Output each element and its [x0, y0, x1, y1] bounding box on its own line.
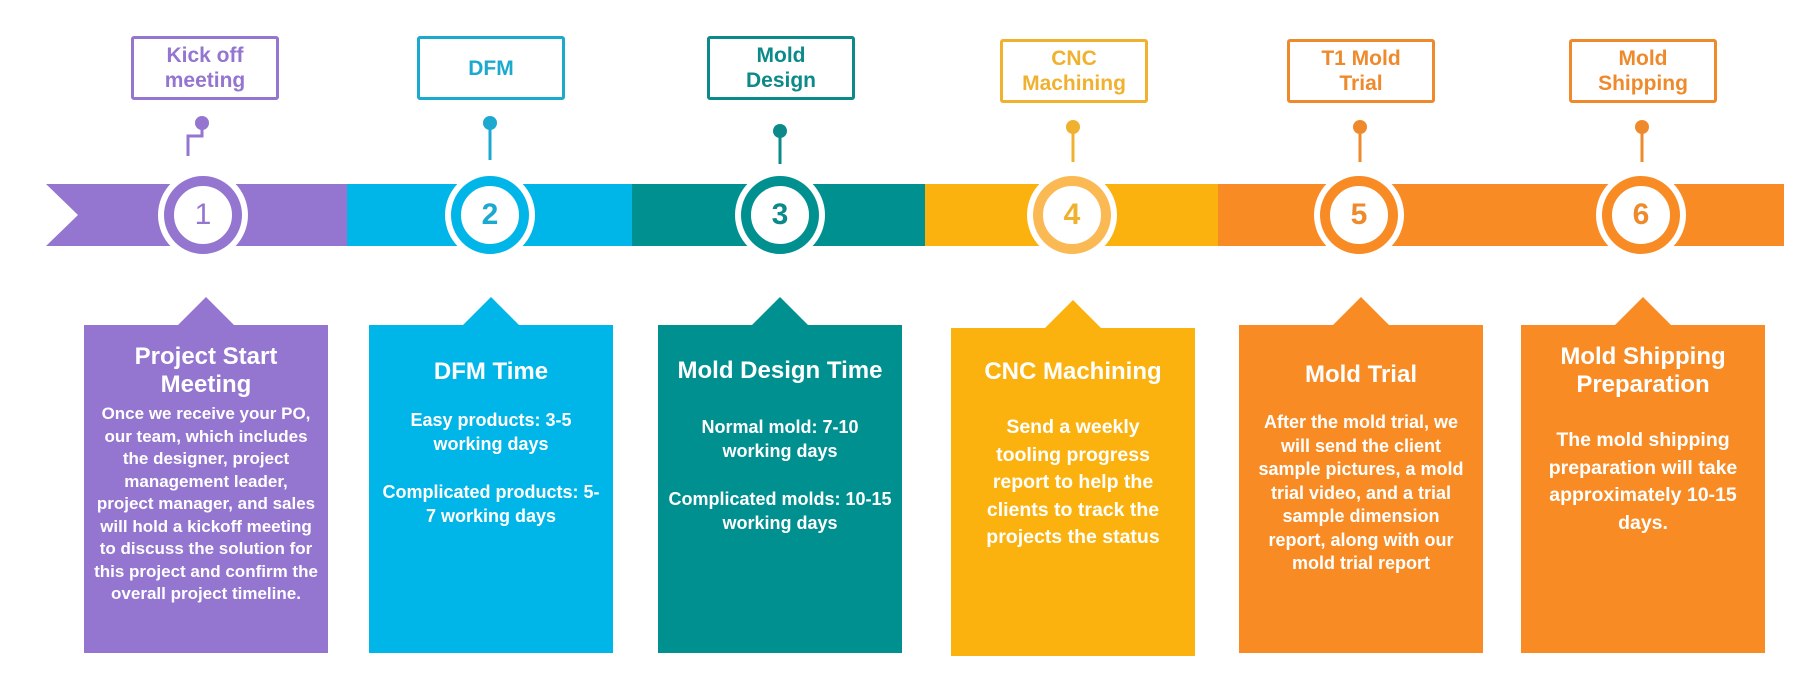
step-card-1: Project Start Meeting Once we receive yo… — [84, 297, 328, 653]
step-title-6: Mold Shipping Preparation — [1560, 343, 1726, 398]
step-body-1: Once we receive your PO, our team, which… — [94, 404, 318, 603]
stem-connector-2 — [483, 116, 497, 160]
step-label-2: DFM — [417, 36, 565, 100]
step-body-3: Normal mold: 7-10 working days Complicat… — [668, 417, 892, 533]
step-circle-5: 5 — [1314, 170, 1404, 260]
step-title-5: Mold Trial — [1304, 361, 1417, 388]
step-body-6: The mold shipping preparation will take … — [1548, 429, 1738, 534]
step-number-5: 5 — [1350, 198, 1368, 231]
step-title-1: Project Start Meeting — [134, 343, 278, 398]
step-number-6: 6 — [1632, 198, 1650, 231]
step-circle-1: 1 — [158, 170, 248, 260]
step-title-2: DFM Time — [433, 358, 549, 385]
step-number-2: 2 — [481, 198, 499, 231]
step-title-3: Mold Design Time — [677, 357, 883, 384]
step-circle-2: 2 — [445, 170, 535, 260]
step-label-4: CNC Machining — [1000, 39, 1148, 103]
step-label-5: T1 Mold Trial — [1287, 39, 1435, 103]
stem-connector-4 — [1066, 120, 1080, 162]
step-body-5: After the mold trial, we will send the c… — [1258, 412, 1464, 573]
step-card-6: Mold Shipping Preparation The mold shipp… — [1521, 297, 1765, 653]
step-label-1: Kick off meeting — [131, 36, 279, 100]
step-circle-4: 4 — [1027, 170, 1117, 260]
step-body-4: Send a weekly tooling progress report to… — [986, 416, 1160, 548]
step-card-2: DFM Time Easy products: 3-5 working days… — [369, 297, 613, 653]
step-number-1: 1 — [194, 198, 212, 231]
step-body-2: Easy products: 3-5 working days Complica… — [382, 410, 600, 526]
stem-connector-6 — [1635, 120, 1649, 162]
stem-connector-1 — [186, 116, 209, 156]
step-card-3: Mold Design Time Normal mold: 7-10 worki… — [658, 297, 902, 653]
step-label-3: Mold Design — [707, 36, 855, 100]
step-card-5: Mold Trial After the mold trial, we will… — [1239, 297, 1483, 653]
step-number-3: 3 — [771, 198, 789, 231]
step-circle-6: 6 — [1596, 170, 1686, 260]
stem-connector-3 — [773, 124, 787, 164]
step-card-4: CNC Machining Send a weekly tooling prog… — [951, 300, 1195, 656]
step-title-4: CNC Machining — [984, 358, 1162, 385]
step-number-4: 4 — [1063, 198, 1081, 231]
stem-connector-5 — [1353, 120, 1367, 162]
band-segment-5 — [1218, 184, 1784, 246]
step-circle-3: 3 — [735, 170, 825, 260]
step-label-6: Mold Shipping — [1569, 39, 1717, 103]
